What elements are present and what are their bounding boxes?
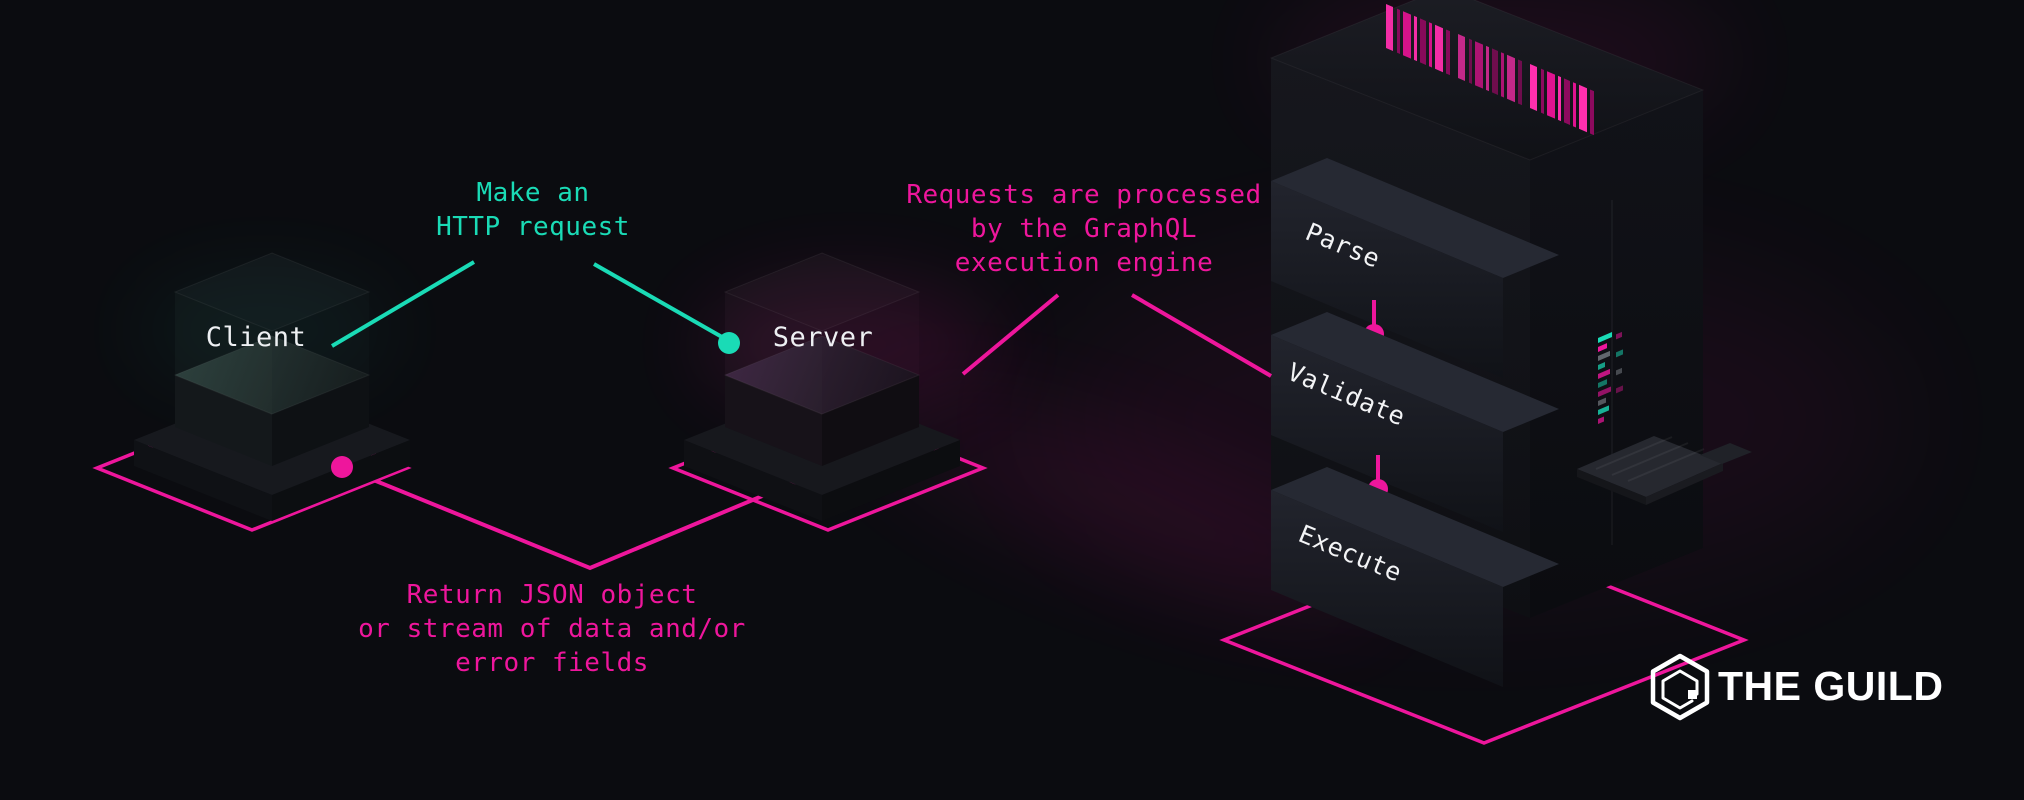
guild-logo-text: THE GUILD	[1718, 663, 1944, 709]
server-node	[684, 252, 960, 521]
led-strip-decoration	[1598, 331, 1623, 424]
validate-step-box	[1271, 312, 1559, 532]
parse-box-front	[1271, 181, 1503, 378]
execute-box-top	[1271, 467, 1559, 587]
the-guild-logo-icon	[1650, 653, 1710, 721]
engine-tower	[1269, 0, 1752, 687]
request-annotation: Make an HTTP request	[436, 178, 630, 242]
validate-box-top	[1271, 312, 1559, 432]
server-cube	[723, 335, 921, 466]
execute-box-front	[1271, 490, 1503, 687]
validate-box-front	[1271, 335, 1503, 532]
server-label: Server	[772, 322, 874, 353]
engine-annotation: Requests are processed by the GraphQL ex…	[906, 180, 1262, 278]
response-annotation: Return JSON object or stream of data and…	[358, 580, 746, 678]
execute-step-box	[1271, 467, 1559, 687]
parse-box-top	[1271, 158, 1559, 278]
request-edge-line	[330, 260, 740, 354]
client-cube	[173, 335, 371, 466]
engine-edge-line	[961, 293, 1273, 378]
mousepad-decoration	[1700, 443, 1752, 464]
keyboard-decoration	[1577, 436, 1752, 505]
response-edge-dot	[331, 456, 353, 478]
response-edge-line	[289, 444, 811, 571]
server-ghost-cube	[723, 252, 921, 332]
client-node	[134, 252, 410, 521]
parse-step-box	[1271, 158, 1559, 378]
client-ghost-cube	[173, 252, 371, 332]
client-label: Client	[205, 322, 307, 353]
request-edge-dot	[718, 332, 740, 354]
